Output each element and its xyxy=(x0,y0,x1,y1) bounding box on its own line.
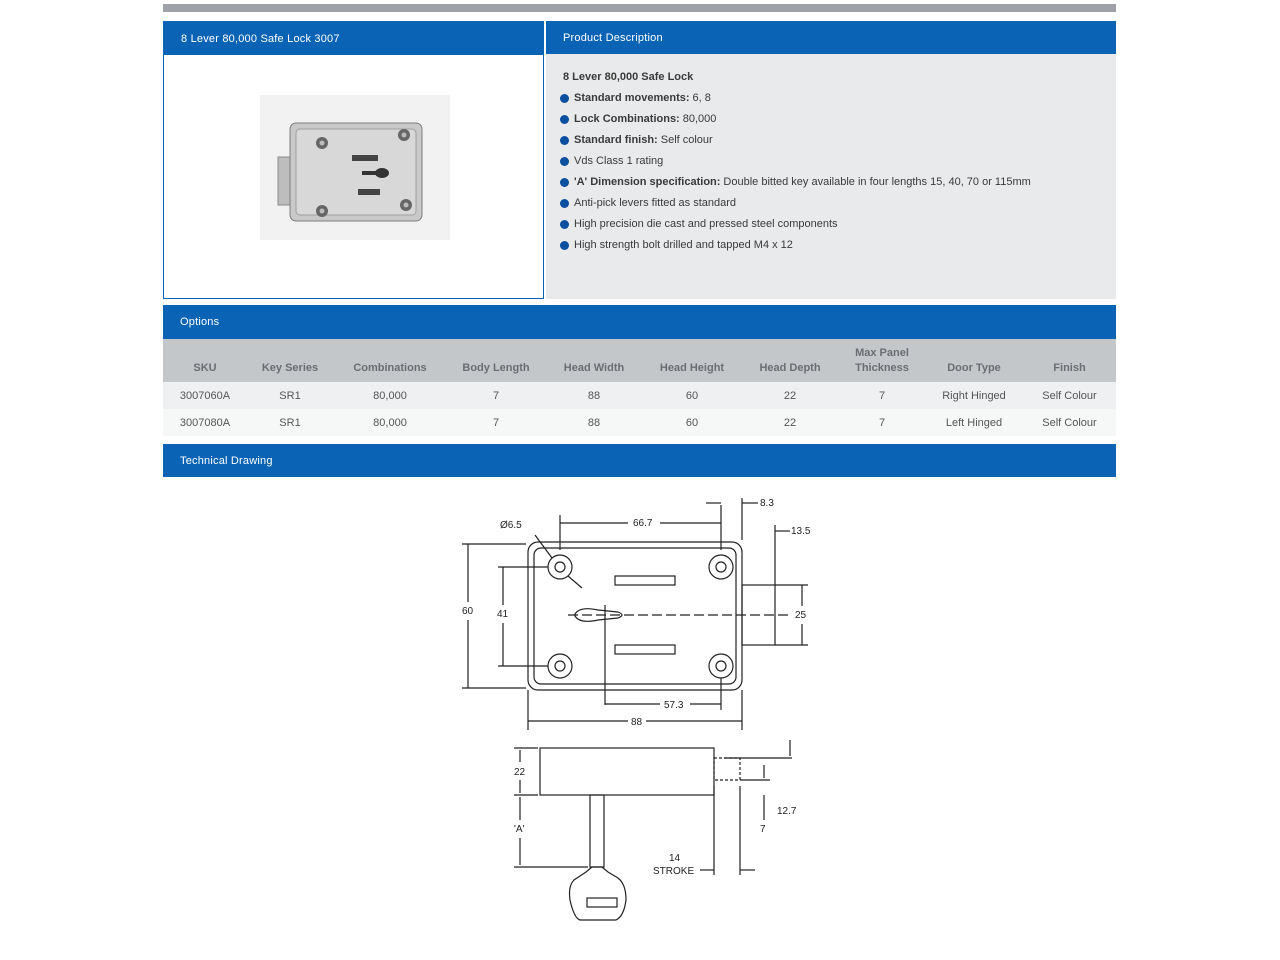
description-title: 8 Lever 80,000 Safe Lock xyxy=(563,71,694,83)
column-header: Head Width xyxy=(545,339,643,382)
column-header: Head Depth xyxy=(741,339,839,382)
table-cell: Right Hinged xyxy=(925,382,1023,409)
dim-88: 88 xyxy=(631,717,643,728)
bullet-icon xyxy=(560,220,569,229)
dim-a: 'A' xyxy=(514,824,525,835)
feature-item: Standard movements:6, 8 xyxy=(560,92,1116,113)
dim-22: 22 xyxy=(514,767,526,778)
table-cell: 7 xyxy=(839,382,925,409)
column-header: Body Length xyxy=(447,339,545,382)
dim-stroke-label: STROKE xyxy=(653,866,694,877)
technical-header: Technical Drawing xyxy=(180,454,273,467)
column-header: Combinations xyxy=(333,339,447,382)
table-cell: 7 xyxy=(447,409,545,436)
table-cell: 60 xyxy=(643,409,741,436)
table-cell: Self Colour xyxy=(1023,382,1116,409)
product-photo xyxy=(260,95,450,240)
bullet-icon xyxy=(560,178,569,187)
feature-item: High strength bolt drilled and tapped M4… xyxy=(560,239,1116,260)
bullet-icon xyxy=(560,136,569,145)
technical-header-bar: Technical Drawing xyxy=(163,444,1116,477)
product-panel: 8 Lever 80,000 Safe Lock 3007 xyxy=(163,21,544,299)
dim-13-5: 13.5 xyxy=(791,526,811,537)
dim-12-7: 12.7 xyxy=(777,806,797,817)
column-header: Door Type xyxy=(925,339,1023,382)
description-header-bar: Product Description xyxy=(546,21,1116,54)
table-cell: Left Hinged xyxy=(925,409,1023,436)
table-cell: SR1 xyxy=(247,382,333,409)
dim-7: 7 xyxy=(760,824,766,835)
options-header-bar: Options xyxy=(163,305,1116,339)
dim-41: 41 xyxy=(497,609,509,620)
column-header: Max Panel Thickness xyxy=(839,339,925,382)
dim-14: 14 xyxy=(669,853,681,864)
table-cell: 22 xyxy=(741,409,839,436)
table-cell: Self Colour xyxy=(1023,409,1116,436)
product-title-bar: 8 Lever 80,000 Safe Lock 3007 xyxy=(164,22,543,55)
bullet-icon xyxy=(560,115,569,124)
description-header: Product Description xyxy=(563,31,663,44)
table-cell: 88 xyxy=(545,409,643,436)
table-cell: 80,000 xyxy=(333,409,447,436)
table-cell: 3007080A xyxy=(163,409,247,436)
feature-item: Lock Combinations:80,000 xyxy=(560,113,1116,134)
table-cell: 22 xyxy=(741,382,839,409)
description-body: 8 Lever 80,000 Safe Lock Standard moveme… xyxy=(546,54,1116,260)
top-divider xyxy=(163,4,1116,12)
feature-item: High precision die cast and pressed stee… xyxy=(560,218,1116,239)
table-cell: 3007060A xyxy=(163,382,247,409)
feature-item: 'A' Dimension specification:Double bitte… xyxy=(560,176,1116,197)
column-header: Key Series xyxy=(247,339,333,382)
bullet-icon xyxy=(560,157,569,166)
description-panel: Product Description 8 Lever 80,000 Safe … xyxy=(546,21,1116,299)
bullet-icon xyxy=(560,199,569,208)
dim-8-3: 8.3 xyxy=(760,498,774,509)
dim-25: 25 xyxy=(795,610,807,621)
bullet-icon xyxy=(560,241,569,250)
column-header: Head Height xyxy=(643,339,741,382)
dim-dia-6-5: Ø6.5 xyxy=(500,520,522,531)
table-cell: 7 xyxy=(839,409,925,436)
table-cell: SR1 xyxy=(247,409,333,436)
table-cell: 60 xyxy=(643,382,741,409)
feature-item: Anti-pick levers fitted as standard xyxy=(560,197,1116,218)
dim-57-3: 57.3 xyxy=(664,700,684,711)
options-header: Options xyxy=(180,316,220,328)
column-header: Finish xyxy=(1023,339,1116,382)
feature-item: Vds Class 1 rating xyxy=(560,155,1116,176)
dim-60: 60 xyxy=(462,606,474,617)
column-header: SKU xyxy=(163,339,247,382)
table-header-row: SKU Key Series Combinations Body Length … xyxy=(163,339,1116,382)
table-cell: 88 xyxy=(545,382,643,409)
product-title: 8 Lever 80,000 Safe Lock 3007 xyxy=(181,32,340,45)
table-row: 3007080A SR1 80,000 7 88 60 22 7 Left Hi… xyxy=(163,409,1116,436)
table-row: 3007060A SR1 80,000 7 88 60 22 7 Right H… xyxy=(163,382,1116,409)
table-cell: 7 xyxy=(447,382,545,409)
options-table: SKU Key Series Combinations Body Length … xyxy=(163,339,1116,436)
mounting-hole xyxy=(547,653,573,679)
feature-item: Standard finish:Self colour xyxy=(560,134,1116,155)
dim-66-7: 66.7 xyxy=(633,518,653,529)
table-cell: 80,000 xyxy=(333,382,447,409)
mounting-hole xyxy=(547,554,573,580)
feature-list: Standard movements:6, 8 Lock Combination… xyxy=(560,92,1116,260)
bullet-icon xyxy=(560,94,569,103)
mounting-hole xyxy=(708,554,734,580)
technical-drawing: 66.7 Ø6.5 8.3 13.5 60 41 25 xyxy=(440,490,840,935)
mounting-hole xyxy=(708,653,734,679)
